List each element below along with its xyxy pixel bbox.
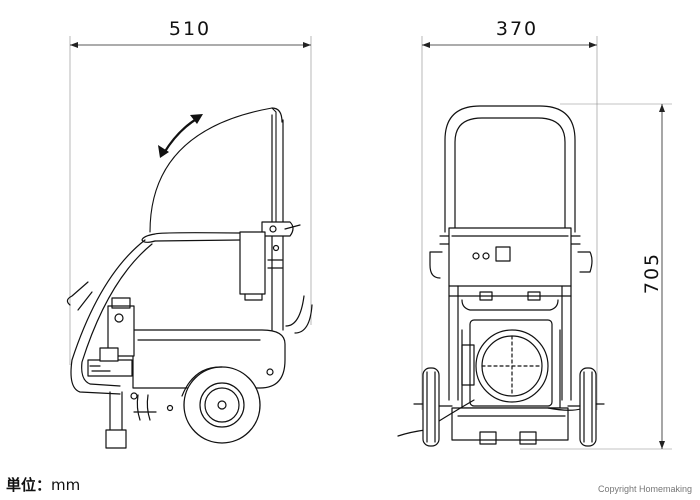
height-dimension: 705 <box>641 251 663 295</box>
rotation-arrow-icon <box>162 116 200 155</box>
side-wheel <box>183 366 261 444</box>
side-width-dimension: 510 <box>168 18 212 40</box>
unit-prefix: 単位： <box>6 476 52 494</box>
unit-value: mm <box>51 476 81 494</box>
unit-label: 単位：mm <box>6 474 80 495</box>
front-handle <box>444 105 576 233</box>
hood <box>149 107 277 233</box>
copyright-notice: Copyright Homemaking <box>597 484 692 494</box>
dimension-lines <box>69 36 672 450</box>
front-width-dimension: 370 <box>495 18 539 40</box>
side-view <box>66 107 313 449</box>
front-view <box>397 105 605 447</box>
